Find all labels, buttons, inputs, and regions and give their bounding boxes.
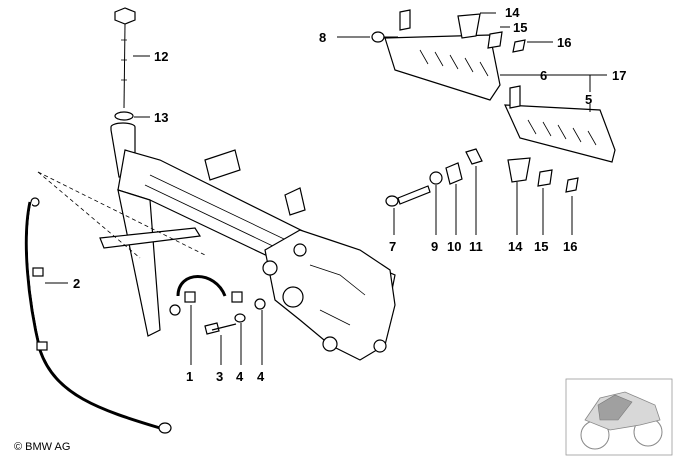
- callout-4a: 4: [236, 369, 244, 384]
- oil-line: [24, 197, 172, 434]
- spacer-10: [445, 162, 463, 185]
- callout-17: 17: [612, 68, 626, 83]
- callout-16b: 16: [563, 239, 577, 254]
- screw-7: [385, 185, 431, 207]
- callout-7: 7: [389, 239, 396, 254]
- washer-9: [429, 171, 443, 185]
- copyright-notice: © BMW AG: [14, 441, 71, 453]
- callout-6: 6: [540, 68, 547, 83]
- callout-14b: 14: [508, 239, 523, 254]
- motorcycle-thumbnail: [565, 378, 673, 456]
- callout-8: 8: [319, 30, 326, 45]
- heat-shield-upper: [384, 9, 501, 101]
- callout-10: 10: [447, 239, 461, 254]
- pad-14-upper: [457, 13, 481, 39]
- grommet-15-upper: [487, 31, 503, 49]
- callout-3: 3: [216, 369, 223, 384]
- callout-15a: 15: [513, 20, 527, 35]
- callout-13: 13: [154, 110, 168, 125]
- callout-12: 12: [154, 49, 168, 64]
- screw-8: [371, 31, 398, 43]
- callout-1: 1: [186, 369, 193, 384]
- callout-15b: 15: [534, 239, 548, 254]
- heat-shield-lower: [504, 85, 616, 163]
- nut-11: [465, 148, 483, 165]
- clip-16-upper: [512, 39, 526, 53]
- o-ring: [114, 111, 134, 121]
- callout-16a: 16: [557, 35, 571, 50]
- dipstick: [114, 7, 136, 109]
- callout-11: 11: [469, 239, 483, 254]
- pad-14-lower: [507, 157, 531, 183]
- frame: [99, 122, 396, 361]
- callout-9: 9: [431, 239, 438, 254]
- clip-16-lower: [565, 177, 579, 193]
- callout-4b: 4: [257, 369, 265, 384]
- clamp-assembly: [176, 275, 266, 335]
- callout-5: 5: [585, 92, 592, 107]
- callout-2: 2: [73, 276, 80, 291]
- callout-14a: 14: [505, 5, 520, 20]
- grommet-15-lower: [537, 169, 553, 187]
